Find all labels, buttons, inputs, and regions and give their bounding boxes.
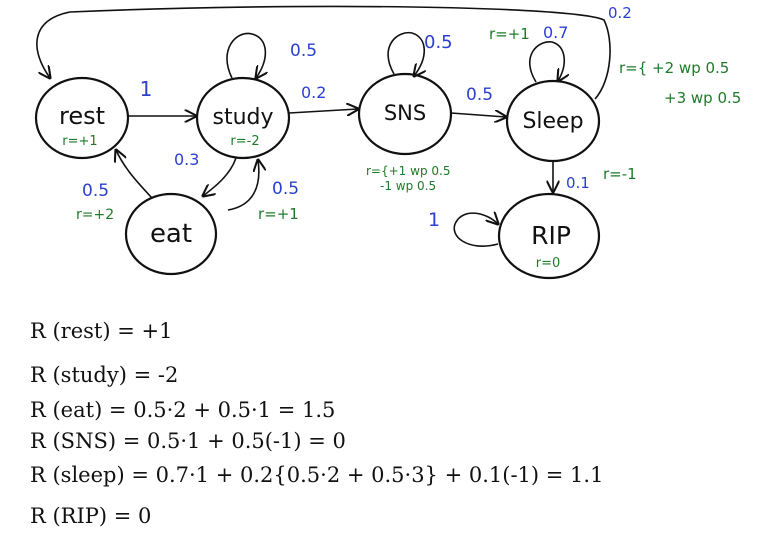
reward-study: r=-2 xyxy=(230,134,259,149)
reward-eat-rest: r=+2 xyxy=(76,207,114,223)
prob-rip-self: 1 xyxy=(428,209,440,231)
loop-sns xyxy=(387,31,424,76)
prob-rest-study: 1 xyxy=(140,77,153,101)
state-rest xyxy=(34,76,130,160)
reward-sns-line1: r={+1 wp 0.5 xyxy=(366,164,450,178)
state-rest-name: rest xyxy=(59,102,105,130)
loop-sleep xyxy=(529,41,565,82)
edge-study-sns xyxy=(288,109,358,113)
edge-sleep-rest xyxy=(36,5,611,100)
state-rip xyxy=(497,192,601,280)
reward-rest: r=+1 xyxy=(62,134,97,149)
prob-sleep-rip: 0.1 xyxy=(566,174,590,192)
state-sns-name: SNS xyxy=(384,101,426,125)
edge-sns-sleep xyxy=(450,113,506,117)
prob-study-eat: 0.3 xyxy=(174,150,199,169)
reward-rip: r=0 xyxy=(536,256,561,271)
prob-sns-self: 0.5 xyxy=(424,32,453,53)
reward-sleep-rest-line1: r={ +2 wp 0.5 xyxy=(619,59,729,77)
state-study-name: study xyxy=(212,105,273,130)
equation-sleep: R (sleep) = 0.7·1 + 0.2{0.5·2 + 0.5·3} +… xyxy=(30,463,603,487)
prob-sleep-self: 0.7 xyxy=(543,23,568,42)
equation-eat: R (eat) = 0.5·2 + 0.5·1 = 1.5 xyxy=(30,398,335,422)
reward-eat-study: r=+1 xyxy=(258,205,299,223)
prob-study-sns: 0.2 xyxy=(301,83,326,102)
state-eat xyxy=(124,192,218,276)
edge-eat-rest xyxy=(116,150,153,199)
state-eat-name: eat xyxy=(150,219,192,249)
prob-sleep-rest: 0.2 xyxy=(608,4,632,22)
reward-sns-line2: -1 wp 0.5 xyxy=(380,179,436,193)
prob-eat-study: 0.5 xyxy=(272,179,299,199)
prob-study-self: 0.5 xyxy=(290,41,317,61)
state-rip-name: RIP xyxy=(531,221,571,250)
reward-sleep-rip: r=-1 xyxy=(603,165,637,183)
reward-sleep-self: r=+1 xyxy=(489,25,530,43)
prob-sns-sleep: 0.5 xyxy=(466,85,493,105)
reward-sleep-rest-line2: +3 wp 0.5 xyxy=(664,89,741,107)
equation-rip: R (RIP) = 0 xyxy=(30,504,151,528)
loop-study xyxy=(226,32,265,78)
equation-rest: R (rest) = +1 xyxy=(30,319,172,343)
equation-study: R (study) = -2 xyxy=(30,363,178,387)
edge-study-eat xyxy=(203,157,237,196)
prob-eat-rest: 0.5 xyxy=(82,181,109,201)
equation-sns: R (SNS) = 0.5·1 + 0.5(-1) = 0 xyxy=(30,429,346,453)
loop-rip xyxy=(453,213,498,247)
state-sleep-name: Sleep xyxy=(522,109,583,134)
edge-eat-study xyxy=(227,160,259,211)
